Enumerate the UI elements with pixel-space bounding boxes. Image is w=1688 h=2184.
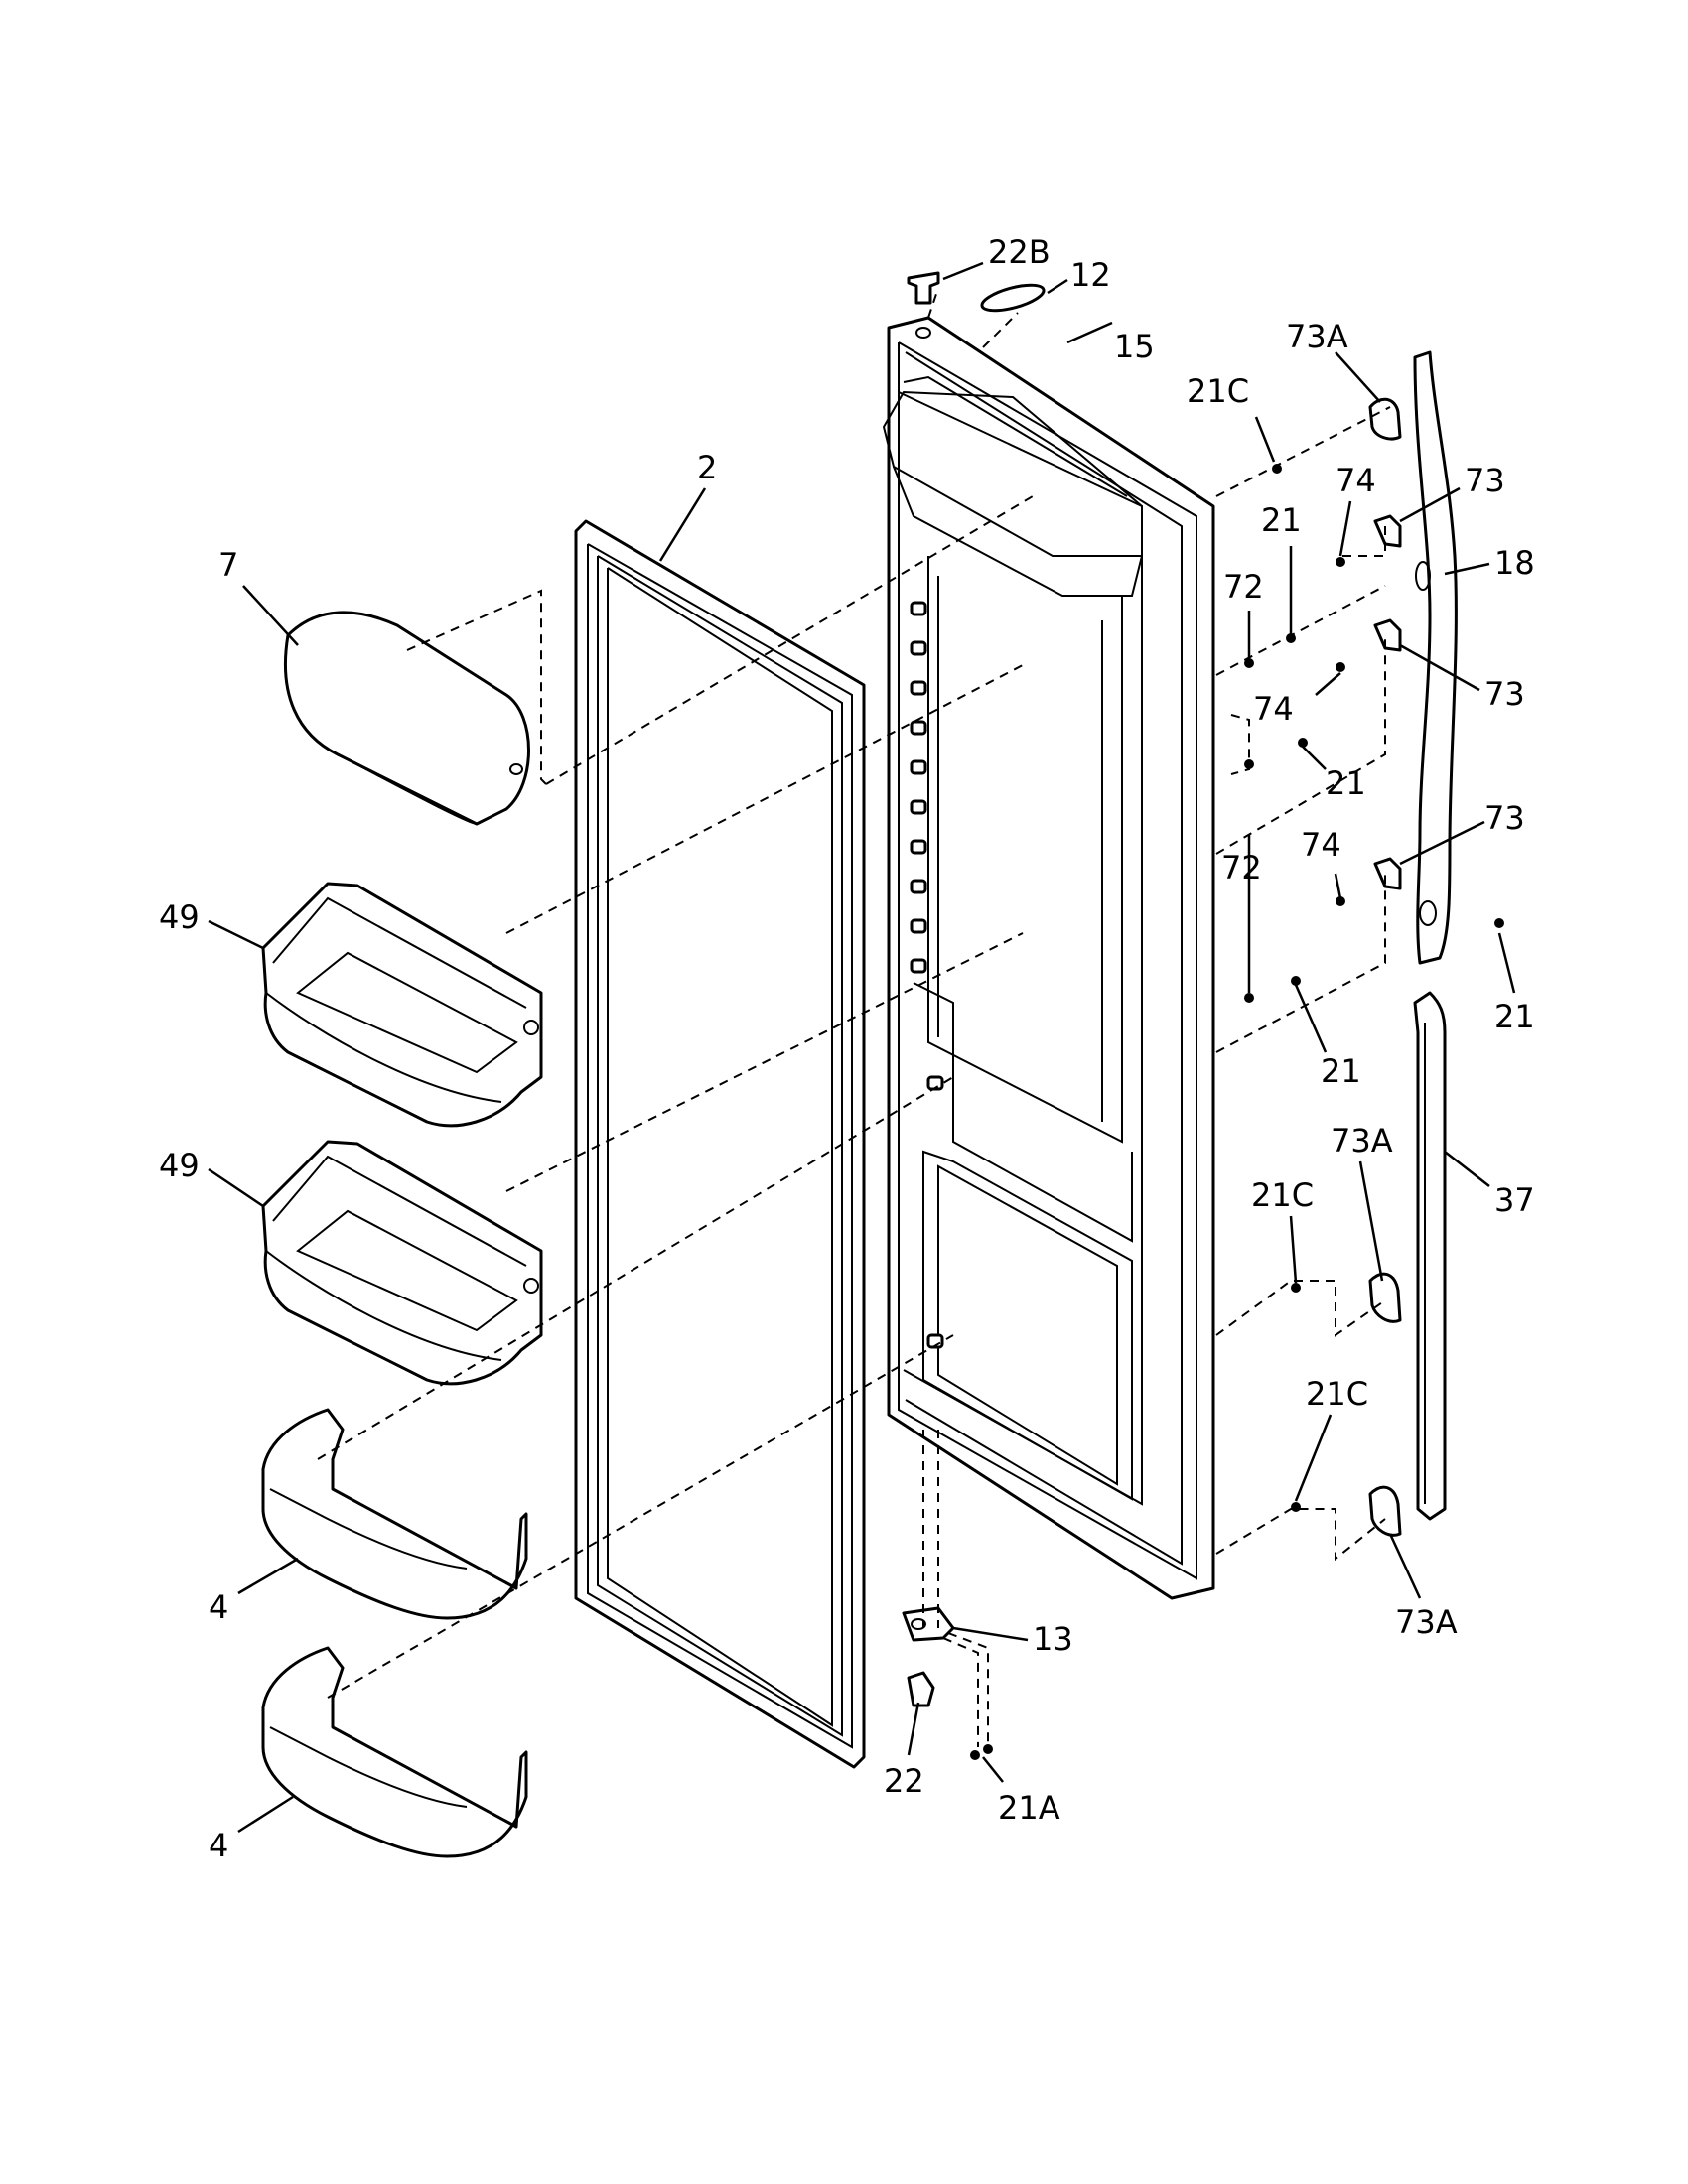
callout-73-a: 73 — [1465, 462, 1505, 499]
callout-74-c: 74 — [1301, 826, 1341, 864]
callout-21-d: 21 — [1494, 998, 1535, 1035]
callout-7: 7 — [218, 546, 238, 584]
door-bin-49-lower — [261, 1140, 543, 1386]
callout-18: 18 — [1494, 544, 1535, 582]
callout-73-c: 73 — [1484, 799, 1525, 837]
callout-21-c: 21 — [1321, 1052, 1361, 1090]
callout-2: 2 — [697, 449, 717, 486]
handle-trim-37 — [1413, 991, 1447, 1521]
callout-22B: 22B — [988, 233, 1051, 271]
callout-72-a: 72 — [1223, 568, 1264, 606]
callout-21C-mid: 21C — [1251, 1176, 1314, 1214]
callout-21A: 21A — [998, 1789, 1060, 1827]
callout-21-b: 21 — [1326, 764, 1366, 802]
dairy-door-7 — [283, 611, 530, 826]
door-handle-18 — [1413, 350, 1458, 965]
callout-13: 13 — [1033, 1620, 1073, 1658]
callout-12: 12 — [1070, 256, 1111, 294]
door-shelf-4-upper — [261, 1408, 528, 1620]
callout-73A-top: 73A — [1286, 318, 1348, 355]
callout-73-b: 73 — [1484, 675, 1525, 713]
callout-73A-low: 73A — [1395, 1603, 1458, 1641]
door-frame-15 — [882, 316, 1215, 1600]
callout-4-a: 4 — [209, 1588, 228, 1626]
callout-labels: 22B 12 15 73A 21C 2 7 74 73 21 18 72 74 … — [159, 233, 1535, 1864]
callout-21C-low: 21C — [1306, 1375, 1368, 1413]
callout-21C-top: 21C — [1187, 372, 1249, 410]
callout-72-b: 72 — [1221, 849, 1262, 887]
leader-lines — [208, 261, 1516, 1834]
alignment-lines — [317, 287, 1391, 1747]
callout-49-b: 49 — [159, 1147, 200, 1184]
callout-74-a: 74 — [1336, 462, 1376, 499]
callout-73A-mid: 73A — [1331, 1122, 1393, 1160]
callout-49-a: 49 — [159, 898, 200, 936]
callout-4-b: 4 — [209, 1827, 228, 1864]
shelf-rails — [910, 601, 944, 1349]
door-shelf-4-lower — [261, 1646, 528, 1858]
door-gasket-2 — [574, 519, 866, 1769]
callout-74-b: 74 — [1253, 690, 1294, 728]
callout-22: 22 — [884, 1762, 924, 1800]
callout-37: 37 — [1494, 1181, 1535, 1219]
callout-15: 15 — [1114, 328, 1155, 365]
door-bin-49-upper — [261, 882, 543, 1128]
callout-21-a: 21 — [1261, 501, 1302, 539]
hardware-items — [902, 271, 1504, 1760]
